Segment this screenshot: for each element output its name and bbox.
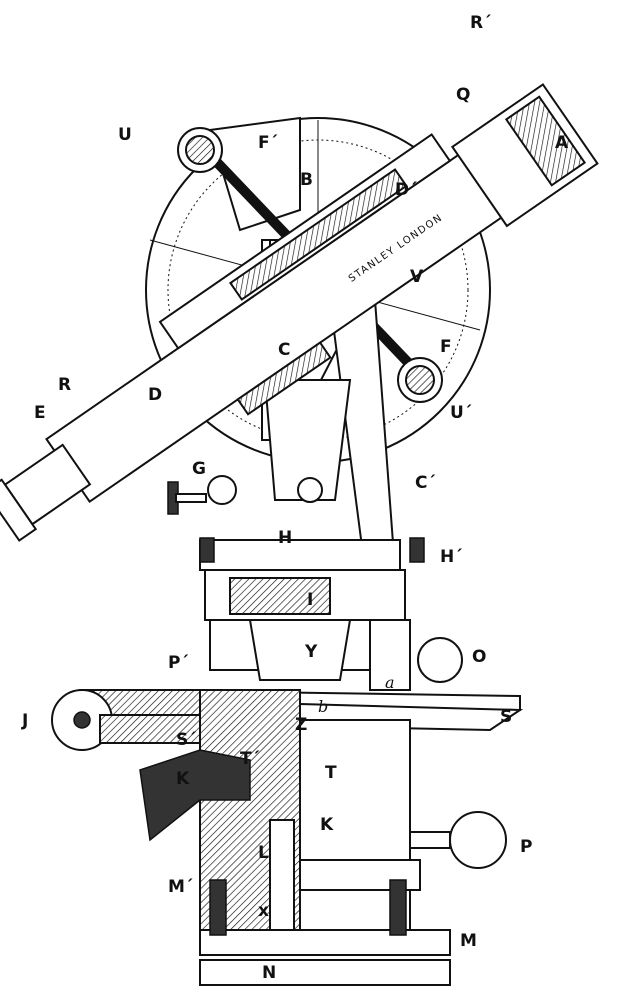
label-x: x bbox=[258, 901, 269, 921]
screw-G bbox=[167, 475, 237, 515]
label-F-prime: F´ bbox=[258, 133, 278, 153]
label-T-prime: T´ bbox=[240, 749, 260, 769]
label-F: F bbox=[440, 337, 452, 357]
label-R-prime: R´ bbox=[470, 13, 492, 33]
upper-frame bbox=[199, 539, 463, 691]
label-M: M bbox=[460, 931, 477, 951]
label-B: B bbox=[300, 170, 313, 190]
label-N: N bbox=[262, 963, 276, 983]
label-M-prime: M´ bbox=[168, 877, 193, 897]
label-S-prime: S´ bbox=[176, 730, 197, 750]
label-K-left: K bbox=[176, 769, 190, 789]
labels: R´ Q A U F´ B D´ V F U´ C R D E G C´ H H… bbox=[21, 13, 569, 983]
label-I: I bbox=[307, 590, 313, 610]
label-D: D bbox=[148, 385, 162, 405]
label-C-prime: C´ bbox=[415, 473, 436, 493]
label-G: G bbox=[192, 459, 206, 479]
telescope: STANLEY LONDON bbox=[0, 83, 599, 542]
label-R: R bbox=[58, 375, 71, 395]
label-U: U bbox=[118, 125, 132, 145]
clamp-U bbox=[177, 127, 223, 173]
label-P-prime: P´ bbox=[168, 653, 189, 673]
label-H-prime: H´ bbox=[440, 547, 463, 567]
label-a: a bbox=[385, 673, 395, 692]
label-Y: Y bbox=[304, 642, 318, 662]
label-L: L bbox=[258, 843, 269, 863]
label-S: S bbox=[500, 707, 512, 727]
label-U-prime: U´ bbox=[450, 403, 472, 423]
label-V: V bbox=[410, 267, 424, 287]
label-K-right: K bbox=[320, 815, 334, 835]
label-Z: Z bbox=[295, 715, 307, 735]
label-D-prime: D´ bbox=[395, 180, 418, 200]
label-P: P bbox=[520, 837, 532, 857]
label-A: A bbox=[555, 133, 569, 153]
label-T: T bbox=[325, 763, 337, 783]
label-J: J bbox=[21, 711, 28, 731]
label-b: b bbox=[318, 697, 328, 716]
screw-H bbox=[199, 537, 215, 563]
label-H: H bbox=[278, 528, 292, 548]
label-C: C bbox=[278, 340, 290, 360]
clamp-U-prime bbox=[397, 357, 443, 403]
label-E: E bbox=[34, 403, 46, 423]
screw-H-prime bbox=[409, 537, 425, 563]
label-O: O bbox=[472, 647, 486, 667]
label-Q: Q bbox=[456, 85, 470, 105]
lower-body bbox=[139, 689, 507, 986]
